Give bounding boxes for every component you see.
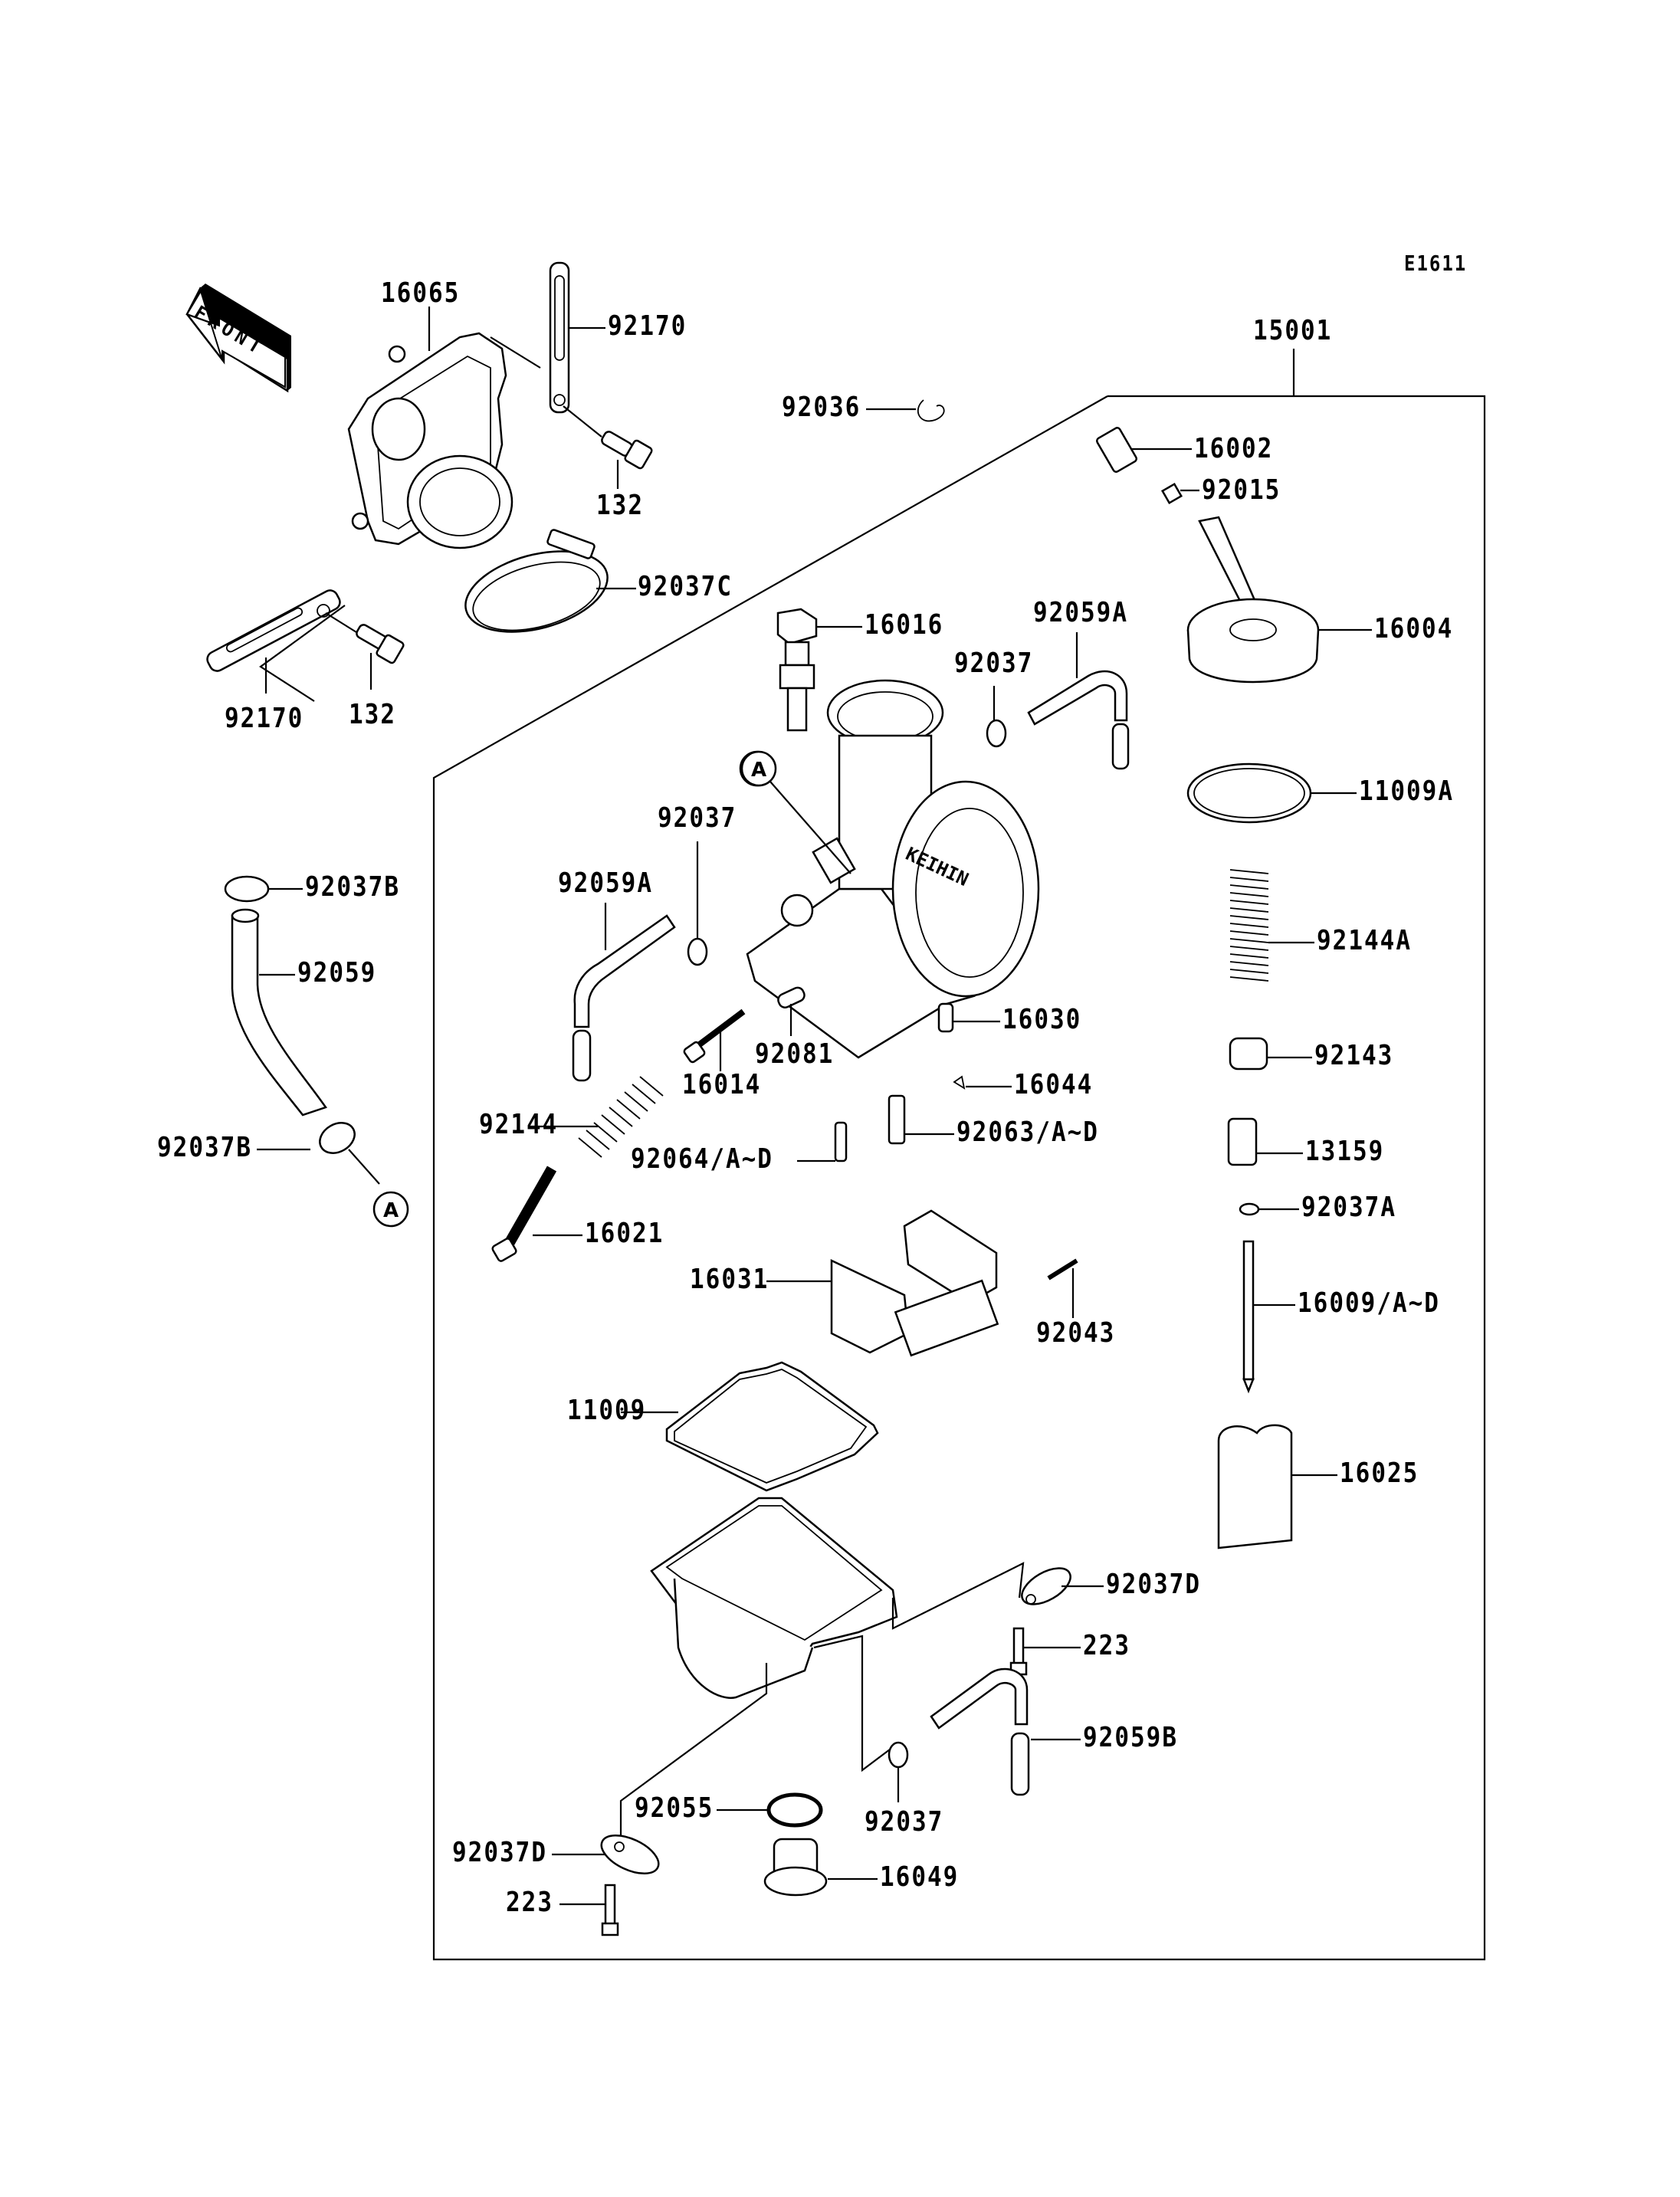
- part-label-92055[interactable]: 92055: [635, 1792, 714, 1824]
- hose-clamp-92037C: [464, 529, 636, 633]
- callout-A-carb: A: [740, 750, 777, 787]
- carburetor-body: KEIHIN: [739, 679, 1040, 1059]
- clip-92036: [866, 399, 945, 422]
- clamp-92037-upper: [986, 686, 1007, 748]
- pilot-jet-16030: [937, 1002, 1000, 1033]
- throttle-stop-screw-16021: [491, 1166, 582, 1262]
- callout-A-left: A: [372, 1191, 409, 1228]
- float-16031: [766, 1209, 999, 1357]
- part-label-92059A-upper[interactable]: 92059A: [1033, 596, 1128, 628]
- starter-plunger-16016: [776, 608, 862, 732]
- part-label-11009A[interactable]: 11009A: [1359, 775, 1454, 807]
- top-cap-16004: [1186, 516, 1372, 684]
- callout-A-text: A: [383, 1199, 399, 1222]
- screw-223-right: [1009, 1627, 1081, 1676]
- assembly-boundary: [432, 395, 1486, 1961]
- jet-needle-16009: [1242, 1240, 1295, 1394]
- hose-92059A-left: [572, 903, 676, 1082]
- part-label-11009[interactable]: 11009: [567, 1394, 647, 1426]
- cable-adjuster-16002: [1095, 427, 1192, 473]
- part-label-223-left[interactable]: 223: [506, 1886, 553, 1918]
- part-label-92170-bottom[interactable]: 92170: [225, 702, 304, 734]
- part-label-92143[interactable]: 92143: [1314, 1039, 1394, 1071]
- clamp-92037-left: [687, 841, 708, 966]
- part-label-92144[interactable]: 92144: [479, 1108, 559, 1140]
- gasket-11009A: [1186, 762, 1357, 824]
- air-screw-16014: [683, 1008, 746, 1071]
- part-label-92081[interactable]: 92081: [755, 1038, 835, 1070]
- clamp-92037B-top: [224, 875, 303, 903]
- hose-92059A-upper: [1027, 632, 1130, 770]
- part-label-92036[interactable]: 92036: [782, 391, 861, 423]
- clamp-92037D-right: [891, 1562, 1104, 1630]
- part-label-16004[interactable]: 16004: [1374, 612, 1454, 644]
- needle-jet-92063: [888, 1094, 954, 1145]
- needle-holder-92143: [1229, 1037, 1312, 1071]
- part-label-132-top[interactable]: 132: [596, 489, 644, 521]
- part-label-92037D-right[interactable]: 92037D: [1106, 1568, 1201, 1600]
- front-arrow-icon: [185, 284, 291, 393]
- part-label-16065[interactable]: 16065: [381, 277, 461, 309]
- throttle-valve-16025: [1217, 1424, 1337, 1549]
- callout-A-carb-text: A: [751, 759, 766, 782]
- assembly-label: 15001: [1253, 314, 1333, 346]
- part-label-92037B-bottom[interactable]: 92037B: [157, 1131, 252, 1163]
- part-label-92037-upper[interactable]: 92037: [954, 647, 1034, 679]
- part-label-16025[interactable]: 16025: [1340, 1457, 1419, 1489]
- bolt-132-bottom: [325, 612, 405, 690]
- part-label-92059B[interactable]: 92059B: [1083, 1721, 1178, 1753]
- gasket-11009: [621, 1361, 879, 1492]
- part-label-92043[interactable]: 92043: [1036, 1317, 1116, 1349]
- part-label-16009[interactable]: 16009/A~D: [1298, 1287, 1440, 1319]
- pin-92043: [1047, 1258, 1078, 1318]
- clamp-band-92170-top: [490, 261, 605, 414]
- drain-plug-16049: [763, 1838, 878, 1897]
- part-label-223-right[interactable]: 223: [1083, 1629, 1130, 1661]
- part-label-16044[interactable]: 16044: [1014, 1068, 1094, 1100]
- part-label-92037-bottom[interactable]: 92037: [865, 1805, 944, 1838]
- jet-needle-holder-13159: [1227, 1117, 1303, 1166]
- clip-92037A: [1239, 1202, 1299, 1216]
- part-label-16021[interactable]: 16021: [585, 1217, 664, 1249]
- part-label-13159[interactable]: 13159: [1305, 1135, 1385, 1167]
- spring-92081: [777, 986, 806, 1036]
- bolt-132-top: [563, 405, 653, 489]
- part-label-16049[interactable]: 16049: [880, 1861, 960, 1893]
- float-bowl: [650, 1497, 898, 1699]
- spring-92144A: [1229, 869, 1314, 982]
- clamp-band-92170-bottom: [206, 589, 346, 702]
- part-label-16031[interactable]: 16031: [690, 1263, 769, 1295]
- screw-223-left: [559, 1884, 619, 1936]
- part-label-92059[interactable]: 92059: [297, 956, 377, 989]
- part-label-132-bottom[interactable]: 132: [349, 698, 396, 730]
- part-label-92064[interactable]: 92064/A~D: [631, 1143, 773, 1175]
- drawing-code: E1611: [1404, 251, 1468, 276]
- clip-16044: [953, 1075, 1012, 1090]
- part-label-92037D-left[interactable]: 92037D: [452, 1836, 547, 1868]
- spring-92144: [529, 1076, 664, 1158]
- clamp-92037B-bottom: [257, 1122, 380, 1185]
- clamp-92037-bottom: [813, 1635, 909, 1802]
- hose-92059: [231, 908, 327, 1117]
- part-label-92037A[interactable]: 92037A: [1301, 1191, 1396, 1223]
- nut-92015: [1160, 482, 1199, 505]
- o-ring-92055: [717, 1792, 823, 1828]
- part-label-92015[interactable]: 92015: [1202, 474, 1281, 506]
- part-label-16016[interactable]: 16016: [865, 608, 944, 641]
- main-jet-92064: [797, 1121, 848, 1162]
- part-label-16014[interactable]: 16014: [682, 1068, 762, 1100]
- part-label-92059A-left[interactable]: 92059A: [558, 867, 653, 899]
- part-label-16002[interactable]: 16002: [1194, 432, 1274, 464]
- carburetor-holder-16065: [347, 307, 514, 549]
- hose-92059B: [930, 1667, 1081, 1796]
- clamp-92037D-left: [552, 1663, 768, 1875]
- part-label-92063[interactable]: 92063/A~D: [956, 1116, 1099, 1148]
- part-label-16030[interactable]: 16030: [1002, 1003, 1082, 1035]
- part-label-92170-top[interactable]: 92170: [608, 310, 687, 342]
- part-label-92144A[interactable]: 92144A: [1317, 924, 1412, 956]
- part-label-92037-left[interactable]: 92037: [658, 802, 737, 834]
- part-label-92037C[interactable]: 92037C: [638, 570, 733, 602]
- part-label-92037B-top[interactable]: 92037B: [305, 871, 400, 903]
